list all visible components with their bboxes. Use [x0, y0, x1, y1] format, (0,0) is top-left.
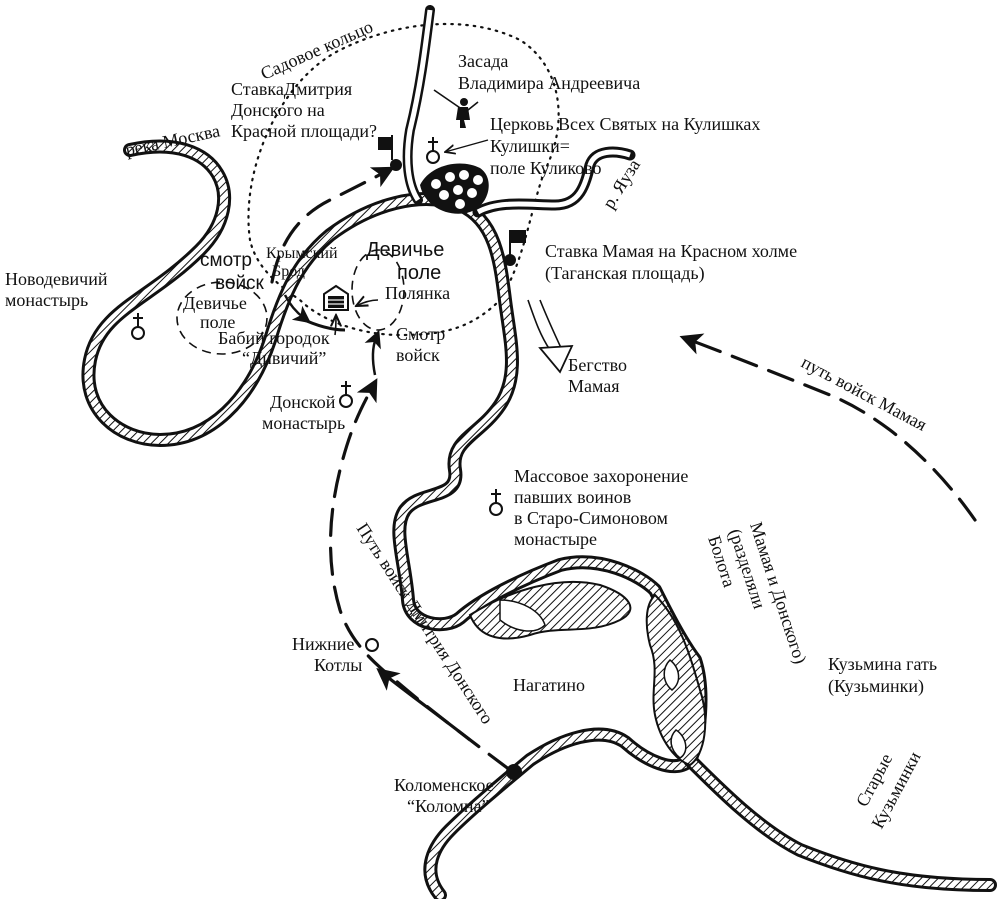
krymsky-brod-line	[299, 316, 346, 332]
label-starye-kuzminki: Старые Кузьминки	[846, 737, 924, 832]
smotr-arrow-right	[364, 329, 381, 376]
flag-icon	[504, 230, 526, 266]
smotr-arrow-left	[283, 294, 311, 324]
label-nizhnie-kotly: Нижние Котлы	[292, 634, 362, 675]
label-put-mamaya: путь войск Мамая	[798, 352, 930, 435]
mamai-flight-arrow	[527, 299, 574, 374]
label-devichye-pole-big: Девичье поле	[366, 239, 450, 284]
field-circles-icon	[420, 163, 489, 214]
label-babiy-gorodok: Бабий городок “Дивичий”	[218, 328, 334, 368]
label-smotr-left: смотр войск	[200, 250, 265, 294]
church-cross-icon	[131, 313, 145, 340]
settlement-dot-icon	[365, 638, 379, 652]
church-pointer	[445, 139, 489, 152]
church-cross-icon	[489, 489, 503, 516]
moskva-river	[81, 139, 997, 899]
label-donskoy: Донской монастырь	[262, 392, 345, 433]
garden-ring	[247, 22, 560, 337]
label-tserkov: Церковь Всех Святых на Кулишках	[490, 114, 760, 134]
dmitry-route-north	[270, 166, 395, 284]
label-novodevichy: Новодевичий монастырь	[5, 269, 112, 310]
yauza-river	[472, 146, 636, 218]
label-zasada: Засада Владимира Андреевича	[458, 51, 640, 93]
church-cross-icon	[426, 137, 440, 164]
polyanka-arrow	[356, 300, 379, 306]
fortress-icon	[323, 284, 349, 311]
label-bolota: Болота (разделяли Мамая и Донского)	[704, 519, 811, 679]
label-smotr-right: Смотр войск	[396, 324, 450, 365]
label-sadovoe: Садовое кольцо	[257, 16, 375, 83]
label-nagatino: Нагатино	[513, 675, 585, 695]
devichye-pole-small-area	[176, 281, 268, 355]
label-stavka-dmitry: СтавкаДмитрия Донского на Красной площад…	[231, 79, 377, 141]
dmitry-route-kotly	[376, 668, 471, 742]
mamai-route	[679, 333, 977, 522]
label-kuzmina-gat: Кузьмина гать (Кузьминки)	[828, 654, 942, 697]
neglinnaya-river	[402, 5, 435, 205]
label-stavka-mamaya: Ставка Мамая на Красном холме (Таганская…	[545, 241, 802, 284]
label-kulishki: Кулишки= поле Куликово	[490, 136, 602, 178]
label-kolomenskoe: Коломенское “Коломна”	[394, 775, 498, 816]
label-krymsky-brod: Крымский Брод	[266, 245, 342, 280]
marsh-lakes	[468, 580, 707, 767]
label-zakhoronenie: Массовое захоронение павших воинов в Ста…	[514, 466, 693, 549]
label-yauza: р. Яуза	[598, 156, 644, 212]
label-begstvo: Бегство Мамая	[568, 355, 631, 396]
warrior-icon	[433, 89, 479, 128]
flag-icon	[378, 135, 402, 171]
settlement-dot-icon	[506, 764, 522, 780]
gorodok-arrow	[335, 315, 336, 336]
label-polyanka: Полянка	[385, 283, 450, 303]
church-cross-icon	[339, 381, 353, 408]
label-devichye-pole-small: Девичье поле	[183, 293, 251, 332]
